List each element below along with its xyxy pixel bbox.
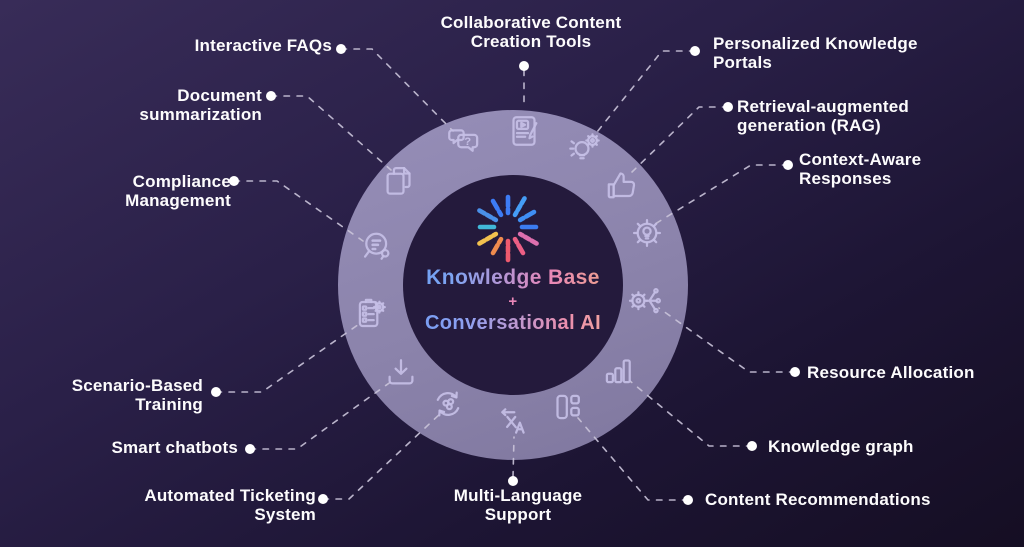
connector-document-summarization bbox=[270, 95, 392, 171]
center-title: Knowledge Base + Conversational AI bbox=[363, 266, 663, 335]
dot-automated-ticketing bbox=[318, 494, 328, 504]
feature-label-interactive-faqs: Interactive FAQs bbox=[194, 36, 332, 55]
dot-knowledge-graph bbox=[747, 441, 757, 451]
dot-scenario-training bbox=[211, 387, 221, 397]
layout-blocks-icon bbox=[550, 389, 586, 425]
feature-label-collaborative-content: Collaborative Content Creation Tools bbox=[440, 13, 622, 51]
connector-scenario-training bbox=[215, 321, 363, 393]
dot-collaborative-content bbox=[519, 61, 529, 71]
connector-automated-ticketing bbox=[322, 412, 442, 500]
cycle-arrows-icon bbox=[430, 386, 466, 422]
feature-label-smart-chatbots: Smart chatbots bbox=[111, 438, 238, 457]
dot-compliance-management bbox=[229, 176, 239, 186]
connector-content-recommendations bbox=[577, 417, 689, 501]
center-title-top: Knowledge Base bbox=[363, 266, 663, 290]
feature-label-content-recommendations: Content Recommendations bbox=[705, 490, 931, 509]
feature-label-document-summarization: Document summarization bbox=[139, 86, 262, 124]
dot-rag bbox=[723, 102, 733, 112]
feature-label-rag: Retrieval-augmented generation (RAG) bbox=[737, 97, 909, 135]
svg-text:?: ? bbox=[464, 136, 471, 148]
checklist-gear-icon bbox=[353, 296, 389, 332]
feature-label-knowledge-graph: Knowledge graph bbox=[768, 437, 914, 456]
connector-interactive-faqs bbox=[340, 48, 454, 132]
download-icon bbox=[383, 354, 419, 390]
dot-personalized-portals bbox=[690, 46, 700, 56]
feature-label-context-aware: Context-Aware Responses bbox=[799, 150, 922, 188]
document-copy-icon bbox=[381, 163, 417, 199]
connector-resource-allocation bbox=[658, 307, 796, 373]
thumbs-up-icon bbox=[604, 167, 640, 203]
plus-sign: + bbox=[508, 293, 518, 310]
dot-content-recommendations bbox=[683, 495, 693, 505]
device-content-icon bbox=[506, 113, 542, 149]
feature-label-personalized-portals: Personalized Knowledge Portals bbox=[713, 34, 918, 72]
gear-bulb-icon bbox=[629, 215, 665, 251]
center-title-bottom: Conversational AI bbox=[363, 312, 663, 335]
dot-smart-chatbots bbox=[245, 444, 255, 454]
connector-compliance-management bbox=[233, 180, 364, 242]
dot-document-summarization bbox=[266, 91, 276, 101]
connector-context-aware bbox=[654, 164, 789, 225]
dot-context-aware bbox=[783, 160, 793, 170]
feature-label-automated-ticketing: Automated Ticketing System bbox=[144, 486, 316, 524]
search-chat-icon bbox=[360, 229, 396, 265]
gear-branch-icon bbox=[627, 280, 663, 316]
center-circle bbox=[403, 175, 623, 395]
bar-chart-icon bbox=[600, 353, 636, 389]
connector-personalized-portals bbox=[592, 50, 696, 138]
dot-multi-language bbox=[508, 476, 518, 486]
feature-label-resource-allocation: Resource Allocation bbox=[807, 363, 975, 382]
chat-question-icon: ? bbox=[447, 122, 483, 158]
bulb-gear-icon bbox=[567, 130, 603, 166]
dot-resource-allocation bbox=[790, 367, 800, 377]
feature-label-scenario-training: Scenario-Based Training bbox=[71, 376, 203, 414]
connector-knowledge-graph bbox=[629, 380, 753, 447]
feature-label-multi-language: Multi-Language Support bbox=[453, 486, 583, 524]
connector-rag bbox=[631, 106, 729, 173]
connector-multi-language bbox=[512, 436, 515, 478]
translate-icon bbox=[496, 402, 532, 438]
connector-smart-chatbots bbox=[249, 380, 393, 450]
burst-spinner-logo bbox=[470, 189, 546, 265]
dot-interactive-faqs bbox=[336, 44, 346, 54]
feature-label-compliance-management: Compliance Management bbox=[125, 172, 231, 210]
